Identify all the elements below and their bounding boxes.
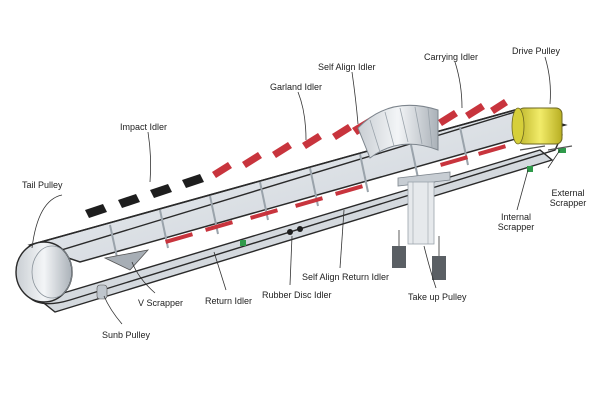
return-idlers [165, 144, 507, 244]
belt-cover [357, 104, 439, 159]
label-snub-pulley: Sunb Pulley [102, 330, 151, 340]
label-garland-idler: Garland Idler [270, 82, 323, 92]
impact-idlers [85, 174, 204, 218]
carrying-belt [27, 109, 568, 263]
carrying-idlers [212, 99, 508, 178]
frame-stands [109, 126, 469, 263]
drive-pulley-drum [511, 107, 563, 145]
label-carrying-idler: Carrying Idler [424, 52, 479, 62]
leader-lines [31, 56, 561, 325]
snub-pulley-part [96, 284, 108, 300]
label-tail-pulley: Tail Pulley [22, 180, 63, 190]
v-scrapper-part [103, 249, 150, 271]
label-internal-scrapper: Internal Scrapper [497, 212, 535, 232]
label-v-scrapper: V Scrapper [138, 298, 184, 308]
green-brackets [240, 148, 566, 246]
label-self-align-return-idler: Self Align Return Idler [302, 272, 390, 282]
label-take-up-pulley: Take up Pulley [408, 292, 467, 302]
label-impact-idler: Impact Idler [120, 122, 168, 132]
label-self-align-idler: Self Align Idler [318, 62, 376, 72]
label-external-scrapper: External Scrapper [549, 188, 587, 208]
scrapers [519, 145, 573, 151]
label-drive-pulley: Drive Pulley [512, 46, 561, 56]
tail-pulley-drum [15, 241, 73, 303]
label-return-idler: Return Idler [205, 296, 253, 306]
take-up-assembly [392, 171, 451, 280]
label-rubber-disc-idler: Rubber Disc Idler [262, 290, 332, 300]
rubber-disc-idler-mark [287, 226, 303, 235]
